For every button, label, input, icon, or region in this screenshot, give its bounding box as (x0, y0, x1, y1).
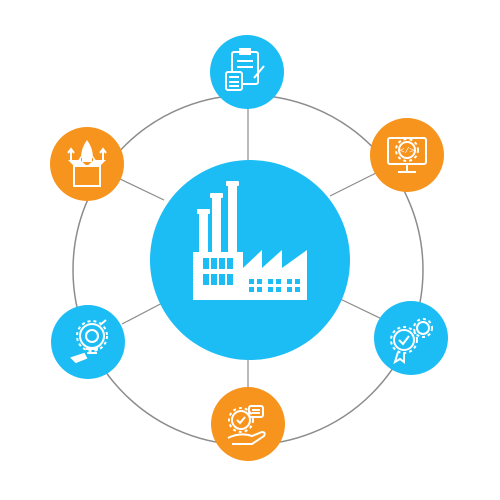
factory-windows (203, 258, 300, 292)
node-lower-left-circle (51, 305, 125, 379)
node-lower-right (374, 301, 448, 375)
node-top (210, 35, 284, 109)
spoke-upper-right (329, 171, 379, 197)
monitor-gear-code-icon: </> (387, 137, 427, 173)
planning-checklist-calculator-icon (225, 48, 265, 91)
hub-circle (150, 160, 350, 360)
lightbulb-gear-hand-icon (70, 319, 108, 364)
node-bottom (211, 387, 285, 461)
node-upper-left (50, 127, 124, 201)
svg-text:</>: </> (400, 147, 415, 156)
spoke-upper-left (117, 177, 165, 201)
node-top-circle (210, 35, 284, 109)
node-lower-right-circle (374, 301, 448, 375)
node-lower-left (51, 305, 125, 379)
hand-gear-chat-check-icon (227, 405, 266, 445)
gears-quality-badge-icon (390, 318, 433, 365)
rocket-box-launch-icon (67, 140, 107, 187)
hub-node (150, 160, 350, 360)
node-upper-left-circle (50, 127, 124, 201)
spoke-lower-right (333, 295, 385, 321)
node-upper-right-circle (370, 118, 444, 192)
node-upper-right: </> (370, 118, 444, 192)
